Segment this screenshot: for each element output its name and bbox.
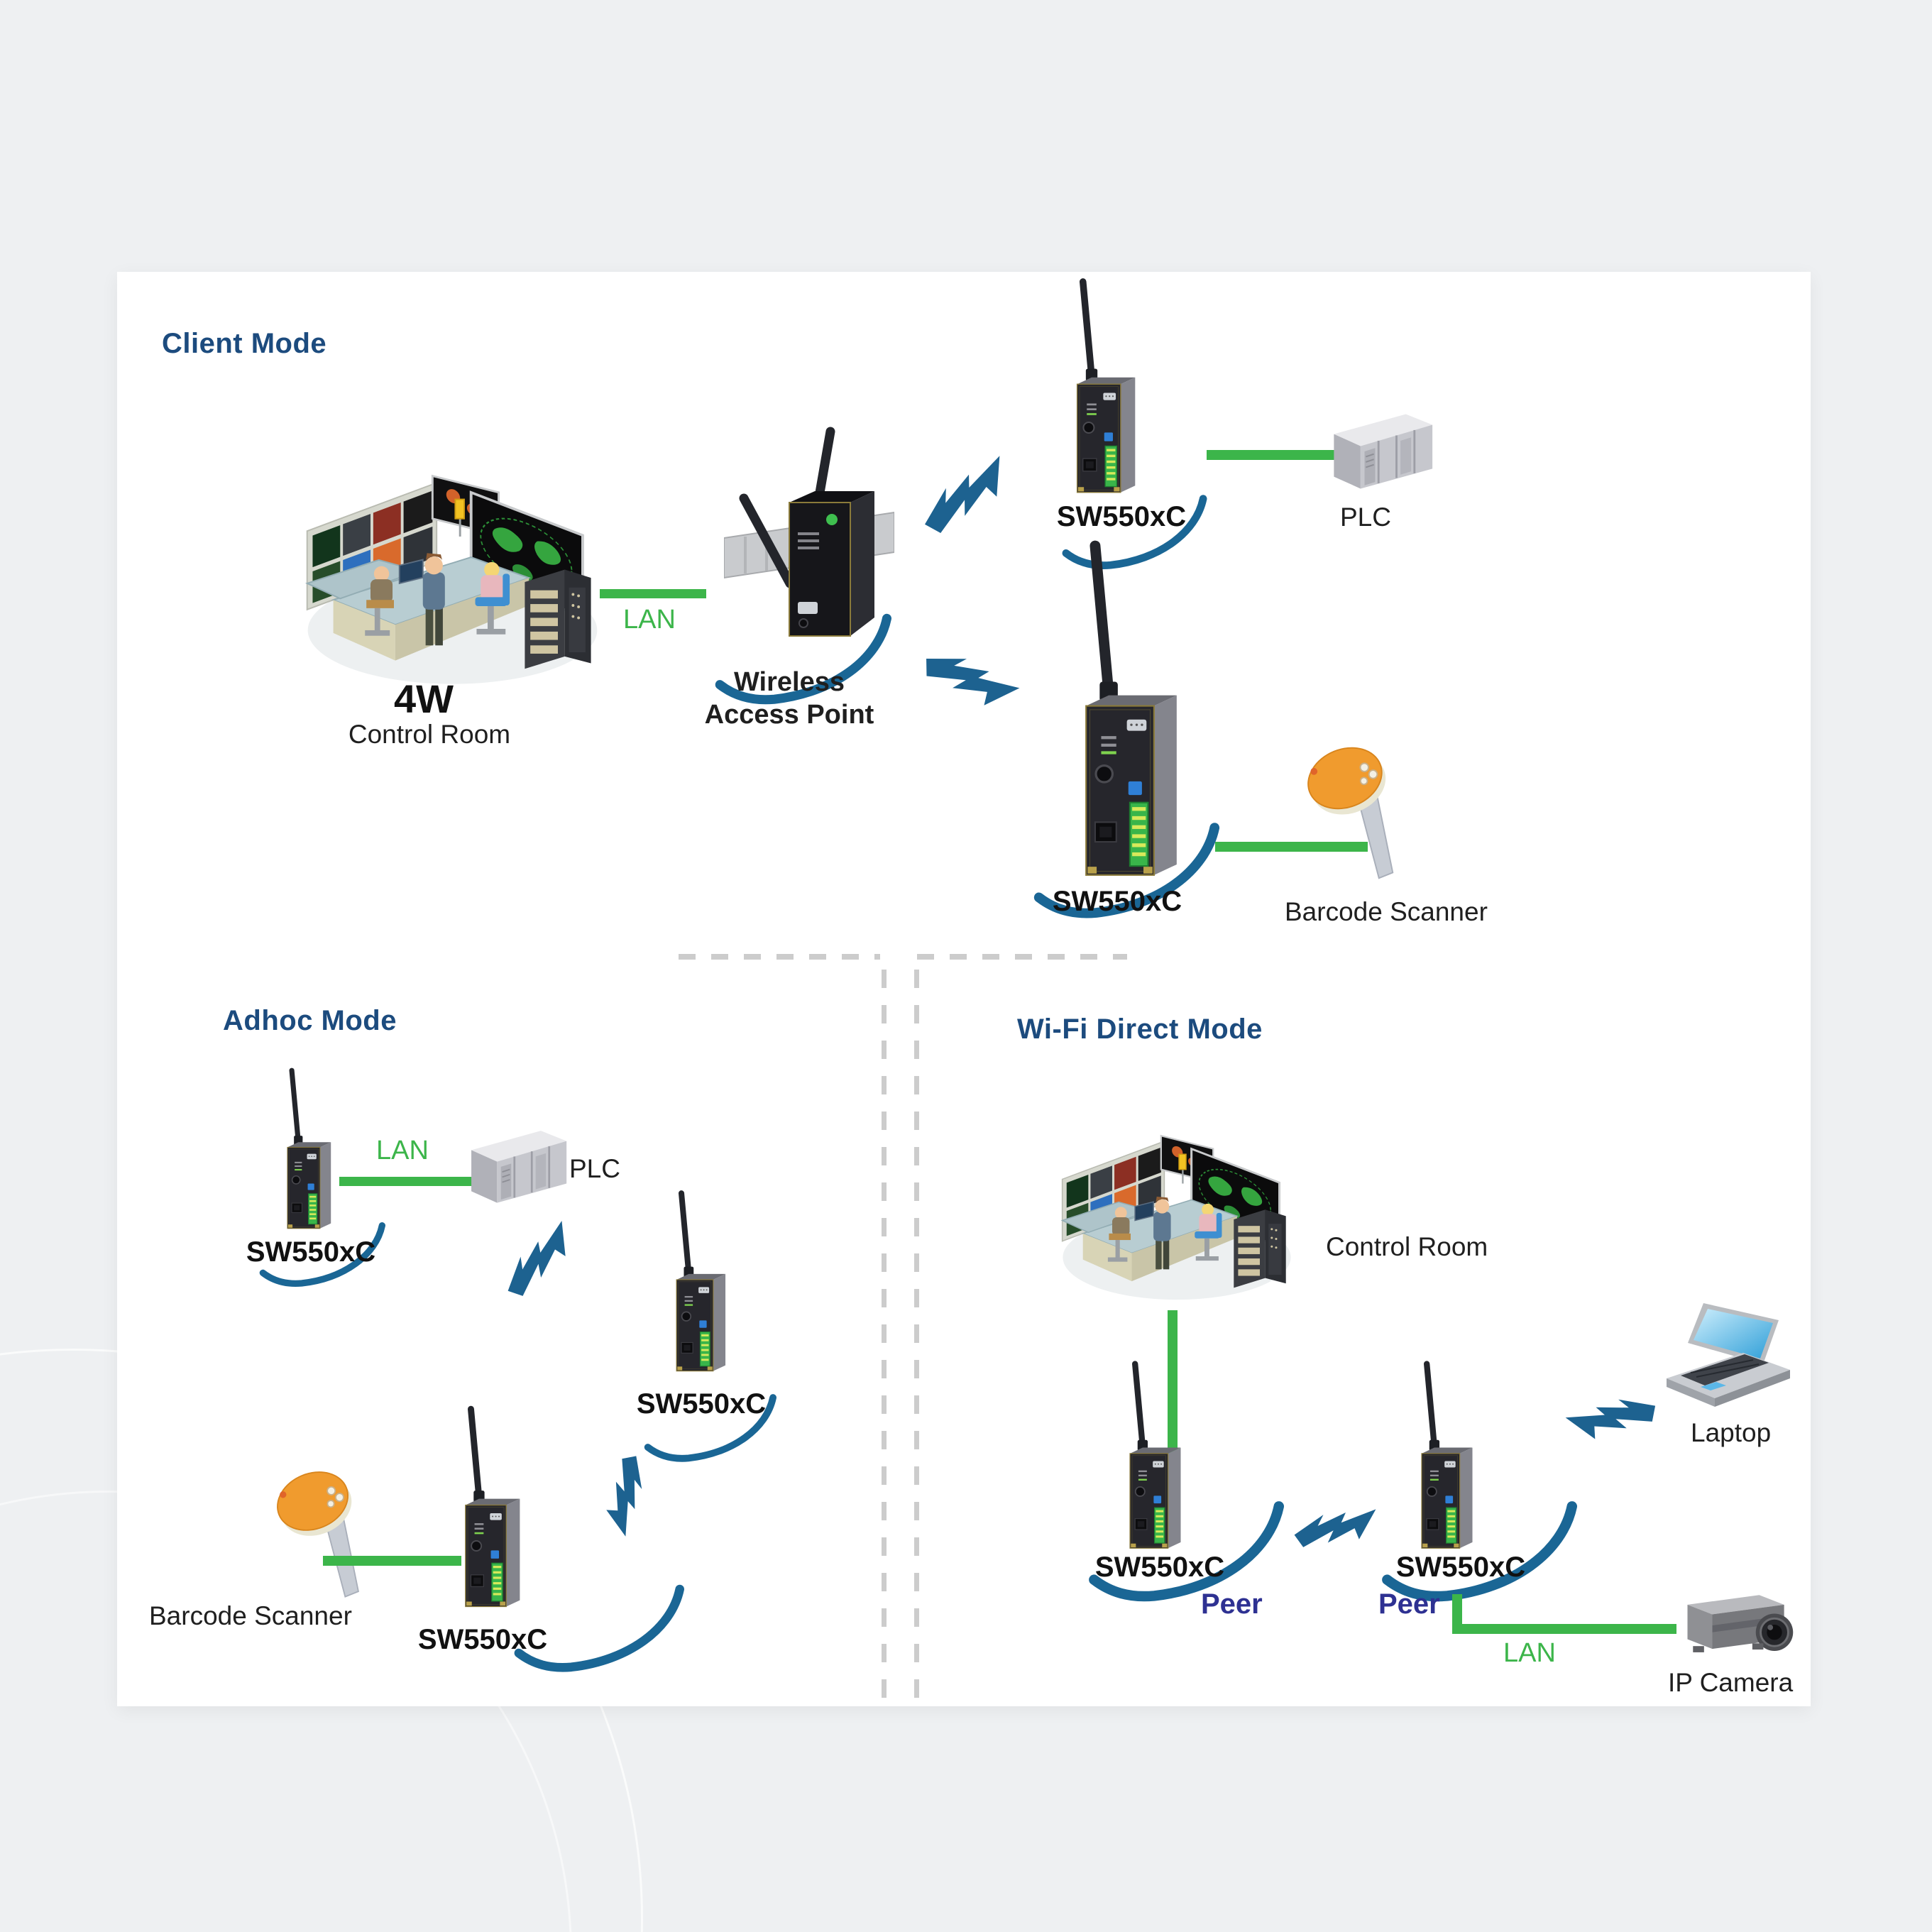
device-label: SW550xC: [417, 1624, 548, 1655]
sw550xc-device-illustration: [665, 1187, 730, 1378]
barcode-scanner-label: Barcode Scanner: [1285, 897, 1488, 926]
adhoc-mode-title: Adhoc Mode: [223, 1005, 397, 1036]
plc-illustration: [465, 1116, 568, 1217]
device-camera-link-line: [1452, 1624, 1676, 1634]
client-mode-title: Client Mode: [162, 328, 327, 359]
scanner-device-link-line: [323, 1556, 461, 1566]
plc-illustration: [1327, 401, 1434, 500]
ip-camera-illustration: [1675, 1588, 1799, 1663]
wifi-direct-mode-title: Wi-Fi Direct Mode: [1017, 1014, 1263, 1045]
laptop-illustration: [1659, 1299, 1794, 1416]
device-scanner-link-line: [1215, 842, 1368, 852]
device-label: SW550xC: [1052, 886, 1182, 917]
sw550xc-device-illustration: [1061, 274, 1143, 501]
section-divider-vertical: [914, 970, 919, 1706]
barcode-scanner-illustration: [273, 1464, 387, 1602]
lan-link-line: [600, 589, 706, 598]
lan-label: LAN: [1503, 1638, 1556, 1668]
controlroom-device-link-line: [1168, 1310, 1178, 1456]
plc-label: PLC: [569, 1154, 620, 1183]
control-room-caption: Control Room: [348, 720, 511, 749]
lan-label: LAN: [623, 605, 676, 635]
device-label: SW550xC: [1395, 1552, 1526, 1583]
access-point-label-line1: Wireless: [734, 667, 845, 697]
section-divider-horizontal: [679, 954, 880, 960]
section-divider-vertical: [882, 970, 887, 1706]
device-plc-link-line: [339, 1177, 473, 1186]
peer-role-label: Peer: [1378, 1588, 1440, 1620]
device-label: SW550xC: [1056, 501, 1187, 532]
control-room-name: 4W: [394, 676, 454, 721]
sw550xc-device-illustration: [270, 1065, 342, 1235]
plc-label: PLC: [1340, 503, 1391, 532]
barcode-scanner-label: Barcode Scanner: [149, 1601, 352, 1630]
control-room-caption: Control Room: [1326, 1232, 1488, 1261]
device-label: SW550xC: [1094, 1552, 1225, 1583]
control-room-illustration: [295, 465, 610, 699]
laptop-label: Laptop: [1691, 1418, 1772, 1447]
access-point-label-line2: Access Point: [704, 700, 874, 730]
section-divider-horizontal: [917, 954, 1127, 960]
control-room-illustration: [1035, 1127, 1319, 1312]
device-label: SW550xC: [636, 1388, 767, 1420]
ip-camera-label: IP Camera: [1668, 1668, 1794, 1697]
peer-role-label: Peer: [1201, 1588, 1263, 1620]
barcode-scanner-illustration: [1305, 737, 1422, 886]
device-label: SW550xC: [246, 1236, 376, 1268]
device-plc-link-line: [1207, 450, 1334, 460]
wireless-signal-bolt-icon: [1293, 1505, 1377, 1557]
lan-label: LAN: [376, 1136, 429, 1165]
